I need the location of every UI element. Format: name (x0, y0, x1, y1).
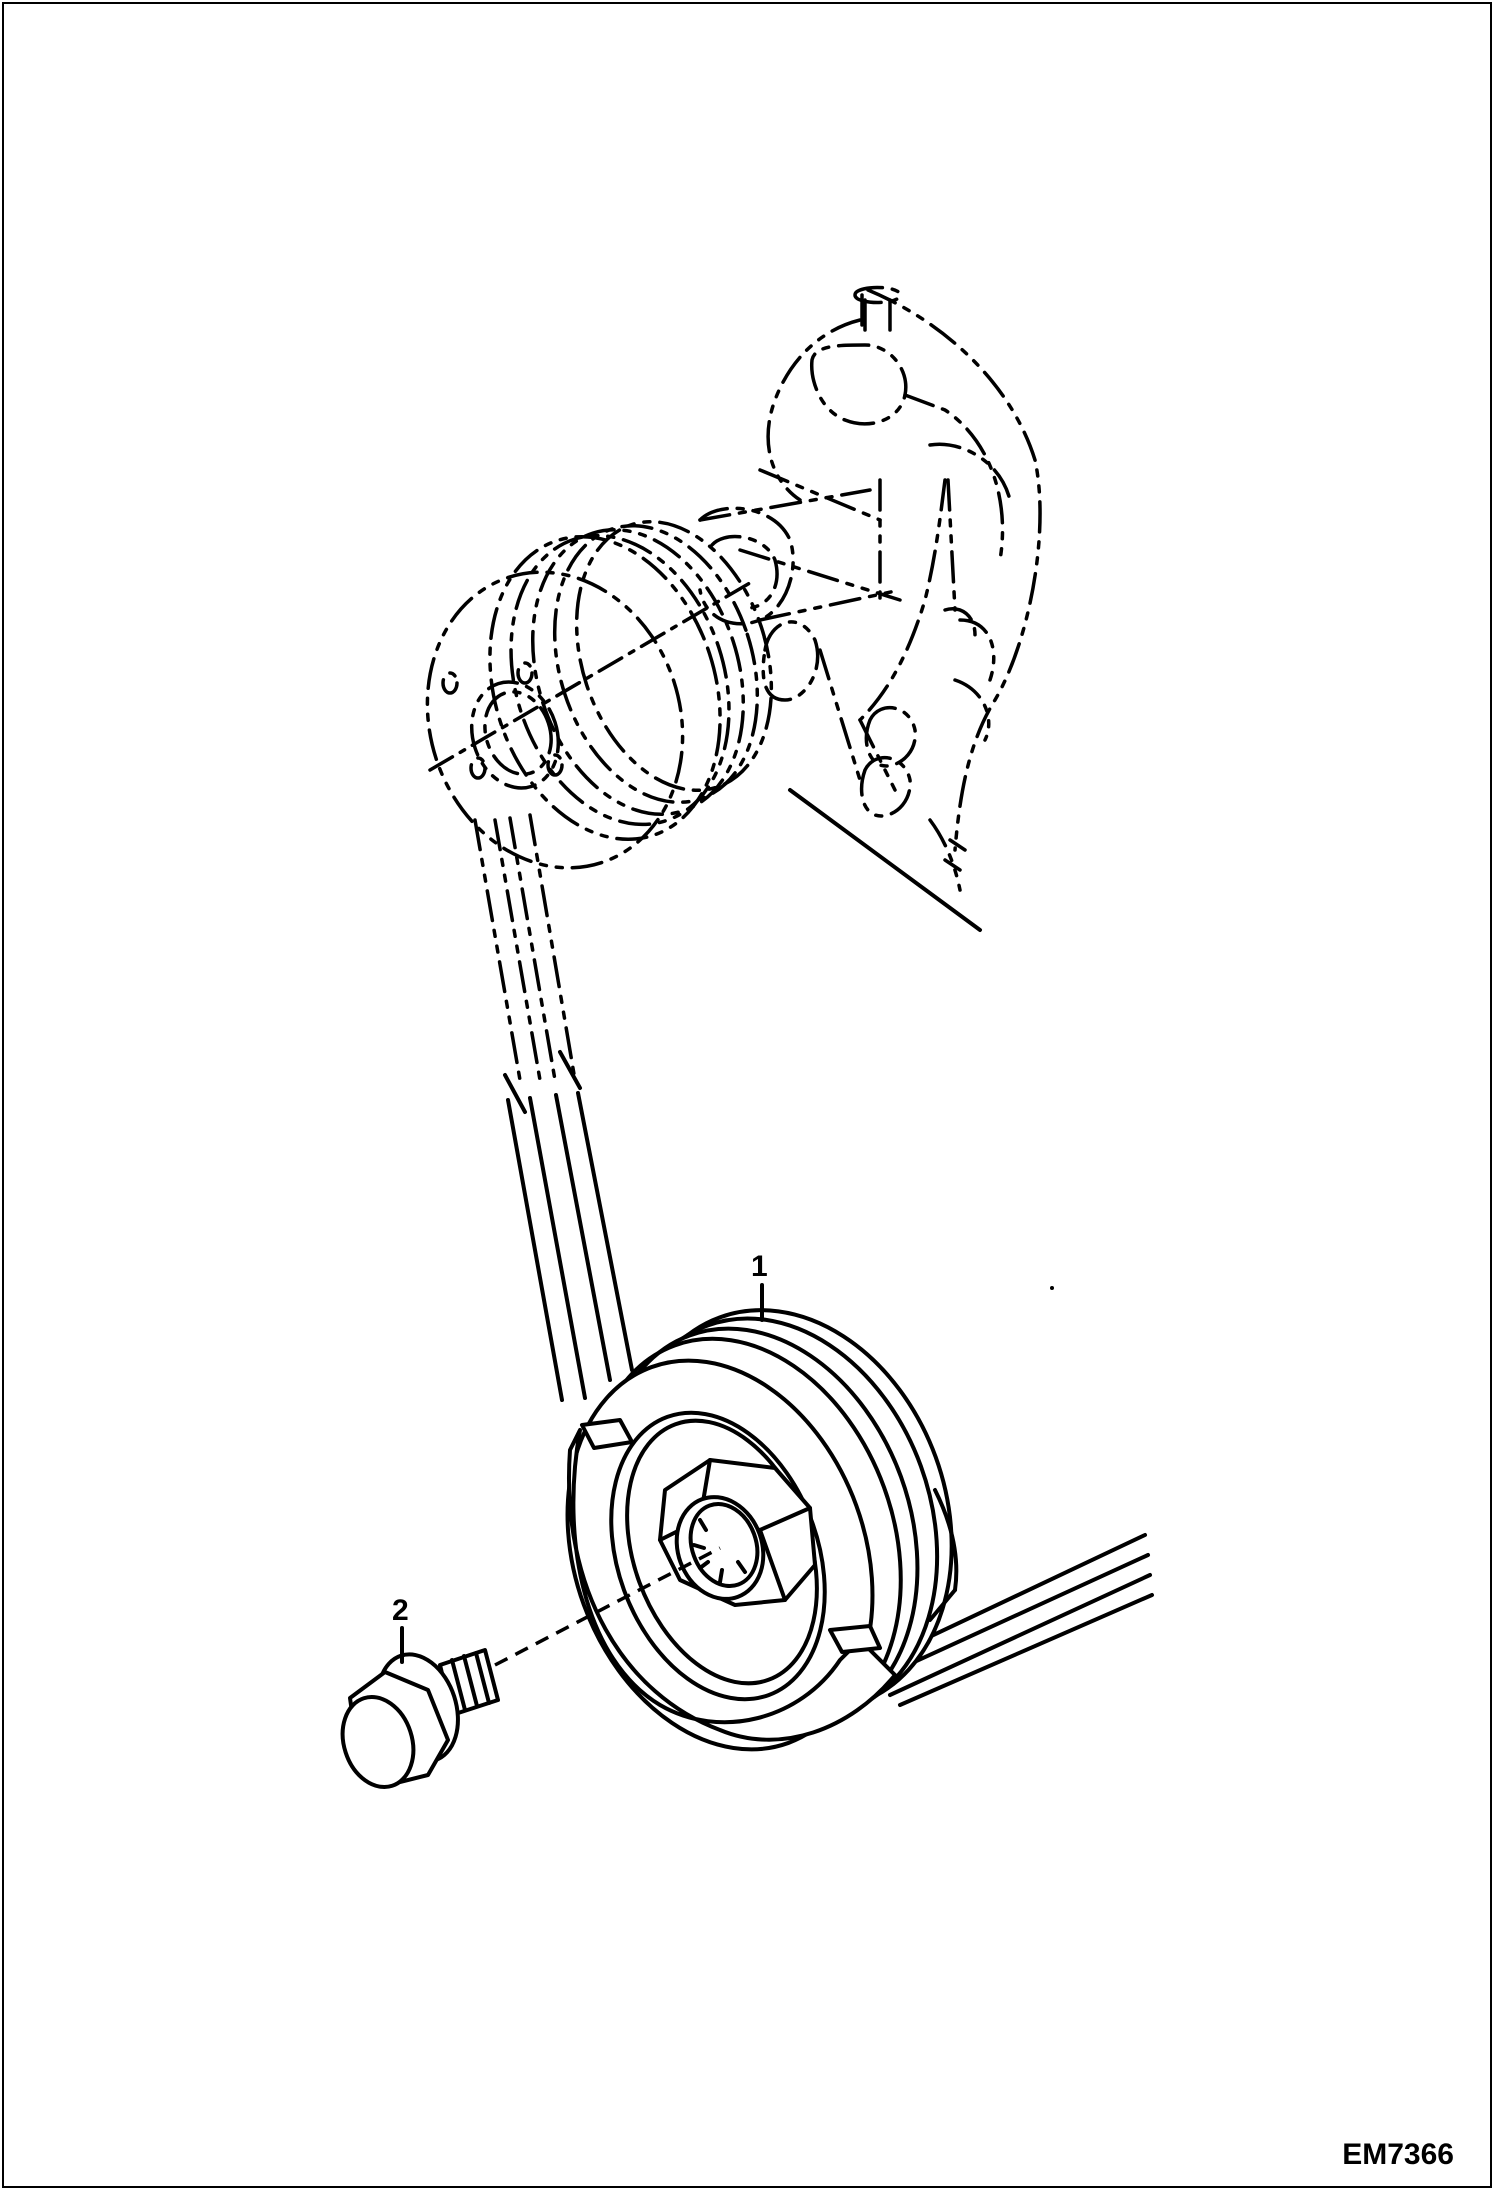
fan-belt (473, 813, 1154, 1707)
pump-shaft-hub (698, 478, 902, 626)
water-pump-body (738, 285, 1042, 932)
stray-mark (1050, 1286, 1054, 1290)
bolt-axis-line (494, 1546, 721, 1667)
crankshaft-pulley (565, 1308, 959, 1752)
fan-pulley (425, 519, 774, 870)
pulley-bolt (340, 1648, 500, 1789)
callout-1: 1 (751, 1250, 768, 1283)
callout-2: 2 (392, 1594, 409, 1627)
figure-code: EM7366 (1342, 2138, 1454, 2171)
